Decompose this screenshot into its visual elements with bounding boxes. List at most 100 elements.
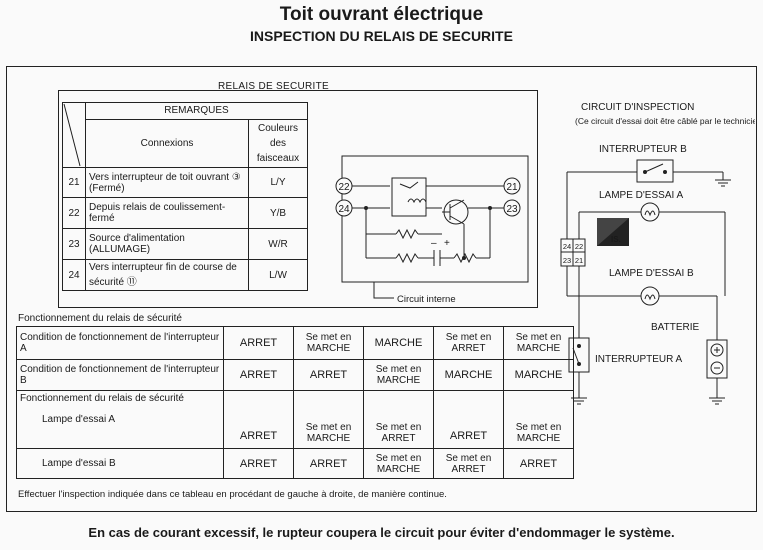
row-number: 21 (62, 167, 86, 198)
table-row: Condition de fonctionnement de l'interru… (16, 359, 574, 391)
svg-text:21: 21 (506, 182, 518, 193)
table-row: 21 Vers interrupteur de toit ouvrant ③ (… (62, 167, 308, 198)
cell: ARRET (223, 326, 294, 360)
connector-pin: 22 (575, 242, 583, 251)
lamp-b-label: LAMPE D'ESSAI B (609, 268, 694, 279)
diagonal-line (63, 103, 81, 167)
cell: MARCHE (503, 359, 574, 391)
plus-sign: + (444, 238, 450, 249)
cell: ARRET (293, 448, 364, 479)
minus-sign: – (431, 238, 437, 249)
table-row: Fonctionnement du relais de sécurité Lam… (16, 390, 574, 449)
relay-internal-circuit-diagram: 22 24 21 23 (335, 155, 529, 304)
internal-circuit-label: Circuit interne (397, 294, 456, 304)
cell: ARRET (433, 390, 504, 449)
ground-icon (715, 179, 731, 187)
cell: Se met en ARRET (433, 326, 504, 360)
cell: Se met en ARRET (363, 390, 434, 449)
cell: Se met en MARCHE (363, 359, 434, 391)
cell: Se met en MARCHE (293, 390, 364, 449)
relay-section-box (58, 90, 538, 308)
cell: ARRET (223, 448, 294, 479)
remarks-col-colors: Couleurs des faisceaux (248, 118, 308, 169)
relay-section-title: RELAIS DE SECURITE (218, 81, 329, 92)
inspection-wiring (566, 171, 726, 398)
bottom-note: En cas de courant excessif, le rupteur c… (88, 525, 675, 540)
terminal-21: 21 (503, 177, 521, 195)
cell: ARRET (293, 359, 364, 391)
battery-label: BATTERIE (651, 322, 699, 333)
cell: ARRET (223, 359, 294, 391)
cell: ARRET (503, 448, 574, 479)
is-badge-icon: IS. (597, 218, 629, 246)
remarks-corner-cell (62, 102, 86, 168)
main-frame (6, 66, 757, 512)
row-connection: Vers interrupteur fin de course de sécur… (85, 259, 249, 291)
terminal-23: 23 (503, 199, 521, 217)
table-row: 22 Depuis relais de coulissement-fermé Y… (62, 197, 308, 229)
row-number: 23 (62, 228, 86, 260)
row-connection: Depuis relais de coulissement-fermé (85, 197, 249, 229)
cell: ARRET (223, 390, 294, 449)
svg-text:24: 24 (338, 204, 350, 215)
remarks-header: REMARQUES (85, 102, 308, 120)
sub-row-label: Lampe d'essai A (42, 414, 116, 425)
relay-wiring (352, 177, 504, 266)
connector-block: 24 22 23 21 (560, 238, 586, 267)
table-row: Condition de fonctionnement de l'interru… (16, 326, 574, 360)
row-color: W/R (248, 228, 308, 260)
switch-b-symbol (636, 159, 674, 183)
terminal-22: 22 (335, 177, 353, 195)
row-connection: Vers interrupteur de toit ouvrant ③ (Fer… (85, 167, 249, 198)
row-number: 22 (62, 197, 86, 229)
switch-b-label: INTERRUPTEUR B (599, 144, 687, 155)
remarks-table: REMARQUES Connexions Couleurs des faisce… (62, 102, 308, 291)
ground-icon (571, 397, 587, 405)
page-title: Toit ouvrant électrique (279, 4, 484, 25)
operation-table-caption: Fonctionnement du relais de sécurité (18, 313, 182, 324)
inspection-circuit: CIRCUIT D'INSPECTION (Ce circuit d'essai… (560, 102, 755, 405)
lamp-a-icon (640, 202, 660, 222)
cell: MARCHE (363, 326, 434, 360)
table-row: 23 Source d'alimentation (ALLUMAGE) W/R (62, 228, 308, 260)
row-color: L/Y (248, 167, 308, 198)
svg-text:IS.: IS. (611, 235, 621, 244)
row-number: 24 (62, 259, 86, 291)
leader-line (373, 282, 394, 299)
operation-table: Condition de fonctionnement de l'interru… (16, 326, 574, 479)
row-label: Lampe d'essai B (16, 448, 224, 479)
row-label: Condition de fonctionnement de l'interru… (16, 326, 224, 360)
row-label: Condition de fonctionnement de l'interru… (16, 359, 224, 391)
table-row: Lampe d'essai B ARRET ARRET Se met en MA… (16, 448, 574, 479)
cell: Se met en ARRET (433, 448, 504, 479)
cell: MARCHE (433, 359, 504, 391)
ground-icon (709, 397, 725, 405)
row-label: Fonctionnement du relais de sécurité Lam… (16, 390, 224, 449)
inspection-circuit-note: (Ce circuit d'essai doit être câblé par … (575, 116, 755, 126)
lamp-a-label: LAMPE D'ESSAI A (599, 190, 683, 201)
lamp-b-icon (640, 286, 660, 306)
switch-a-label: INTERRUPTEUR A (595, 354, 683, 365)
remarks-col-connections: Connexions (85, 118, 249, 169)
svg-text:22: 22 (338, 182, 350, 193)
connector-pin: 23 (563, 256, 571, 265)
cell: Se met en MARCHE (503, 326, 574, 360)
row-color: Y/B (248, 197, 308, 229)
connector-pin: 24 (563, 242, 571, 251)
row-connection: Source d'alimentation (ALLUMAGE) (85, 228, 249, 260)
cell: Se met en MARCHE (363, 448, 434, 479)
inspection-circuit-title: CIRCUIT D'INSPECTION (581, 102, 694, 113)
battery-icon (706, 339, 728, 379)
page-subtitle: INSPECTION DU RELAIS DE SECURITE (250, 28, 513, 44)
junction-dots (364, 206, 492, 260)
cell: Se met en MARCHE (503, 390, 574, 449)
group-label: Fonctionnement du relais de sécurité (20, 393, 184, 404)
operation-table-footnote: Effectuer l'inspection indiquée dans ce … (18, 489, 447, 500)
svg-text:23: 23 (506, 204, 518, 215)
connector-pin: 21 (575, 256, 583, 265)
relay-outline (341, 155, 529, 283)
row-color: L/W (248, 259, 308, 291)
terminal-24: 24 (335, 199, 353, 217)
cell: Se met en MARCHE (293, 326, 364, 360)
table-row: 24 Vers interrupteur fin de course de sé… (62, 259, 308, 291)
